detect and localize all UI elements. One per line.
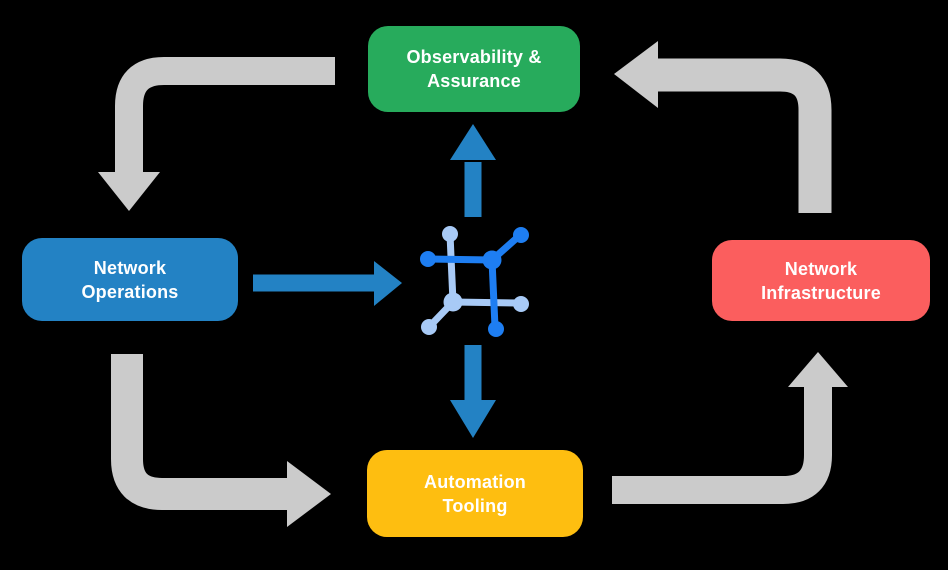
node-network-infrastructure: Network Infrastructure	[712, 240, 930, 321]
node-label-line: Infrastructure	[761, 282, 881, 303]
node-label-line: Tooling	[442, 495, 508, 516]
arrow-infrastructure-to-observability	[614, 41, 832, 213]
network-mesh-icon-light-branch	[421, 226, 529, 335]
arrow-operations-to-core	[253, 261, 402, 306]
node-label-line: Network	[784, 258, 858, 279]
node-label-line: Observability &	[406, 47, 542, 67]
node-label-line: Network	[93, 257, 167, 278]
arrow-observability-to-operations	[98, 57, 335, 211]
node-network-operations: Network Operations	[22, 238, 238, 321]
network-mesh-icon-dark-branch	[420, 227, 529, 337]
node-label-line: Automation	[424, 471, 526, 492]
node-observability-assurance: Observability & Assurance	[368, 26, 580, 112]
arrow-core-to-observability	[450, 124, 496, 217]
network-mesh-icon	[420, 226, 529, 337]
node-label-line: Assurance	[427, 71, 521, 91]
arrow-automation-to-infrastructure	[612, 352, 848, 504]
arrow-core-to-automation	[450, 345, 496, 438]
node-label-line: Operations	[81, 281, 179, 302]
node-automation-tooling: Automation Tooling	[367, 450, 583, 537]
arrow-operations-to-automation	[111, 354, 331, 527]
